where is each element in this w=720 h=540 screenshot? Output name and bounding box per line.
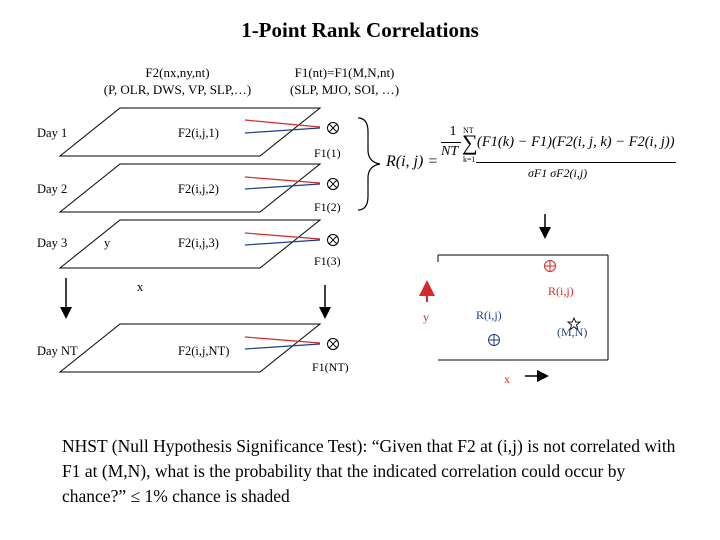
plane-day-nt (58, 323, 322, 373)
formula-frac-denominator: NT (441, 144, 459, 159)
result-y-label: y (423, 310, 429, 324)
f1-label-3: F1(3) (314, 254, 341, 268)
connector-navy-3 (244, 239, 321, 246)
formula-denominator: σF1 σF2(i,j) (528, 166, 588, 180)
oplus-marker-top (544, 260, 556, 272)
result-x-label: x (504, 372, 510, 386)
connector-navy-1 (244, 127, 321, 134)
otimes-marker-2 (327, 178, 339, 190)
formula-sum-bottom: k=1 (463, 155, 476, 164)
result-r-label: R(i,j) (548, 284, 574, 298)
curly-brace (357, 117, 381, 211)
connector-red-3 (244, 232, 321, 240)
field2-header: F2(nx,ny,nt) (P, OLR, DWS, VP, SLP,…) (70, 64, 285, 98)
formula-frac-numerator: 1 (449, 124, 457, 139)
connector-red-nt (244, 336, 321, 344)
page-title: 1-Point Rank Correlations (241, 18, 479, 42)
field1-header-line1: F1(nt)=F1(M,N,nt) (294, 65, 395, 80)
f1-label-2: F1(2) (314, 200, 341, 214)
day-label-1: Day 1 (37, 126, 68, 140)
day-label-2: Day 2 (37, 182, 68, 196)
plane-x-label: x (137, 280, 144, 294)
f1-label-nt: F1(NT) (312, 360, 349, 374)
formula-sum-top: NT (463, 126, 474, 135)
f1-label-1: F1(1) (314, 146, 341, 160)
field2-header-line2: (P, OLR, DWS, VP, SLP,…) (103, 82, 252, 97)
day-label-3: Day 3 (37, 236, 68, 250)
connector-navy-2 (244, 183, 321, 190)
star-marker-mn (566, 316, 582, 331)
sigma-icon: ∑ (462, 130, 478, 155)
oplus-marker-rij (488, 334, 500, 346)
day-label-nt: Day NT (37, 344, 78, 358)
field1-header-line2: (SLP, MJO, SOI, …) (289, 82, 400, 97)
f2-label-3: F2(i,j,3) (178, 236, 219, 250)
connector-red-2 (244, 176, 321, 184)
nhst-description: NHST (Null Hypothesis Significance Test)… (62, 436, 676, 506)
formula-lhs: R(i, j) = (386, 153, 439, 170)
plane-day-1 (58, 107, 322, 157)
otimes-marker-1 (327, 122, 339, 134)
otimes-marker-nt (327, 338, 339, 350)
f2-label-1: F2(i,j,1) (178, 126, 219, 140)
plane-day-2 (58, 163, 322, 213)
formula-main-line (476, 162, 676, 163)
field1-header: F1(nt)=F1(M,N,nt) (SLP, MJO, SOI, …) (262, 64, 427, 98)
result-mn-label: (M,N) (557, 325, 588, 339)
f2-label-nt: F2(i,j,NT) (178, 344, 230, 358)
plane-y-label: y (104, 236, 111, 250)
plane-day-3 (58, 219, 322, 269)
f2-label-2: F2(i,j,2) (178, 182, 219, 196)
field2-header-line1: F2(nx,ny,nt) (145, 65, 210, 80)
connector-red-1 (244, 119, 321, 128)
otimes-marker-3 (327, 234, 339, 246)
formula-frac-line (441, 142, 461, 143)
result-r-point-label: R(i,j) (476, 308, 502, 322)
formula-body: (F1(k) − F1)(F2(i, j, k) − F2(i, j)) (477, 134, 675, 150)
connector-navy-nt (244, 343, 321, 350)
